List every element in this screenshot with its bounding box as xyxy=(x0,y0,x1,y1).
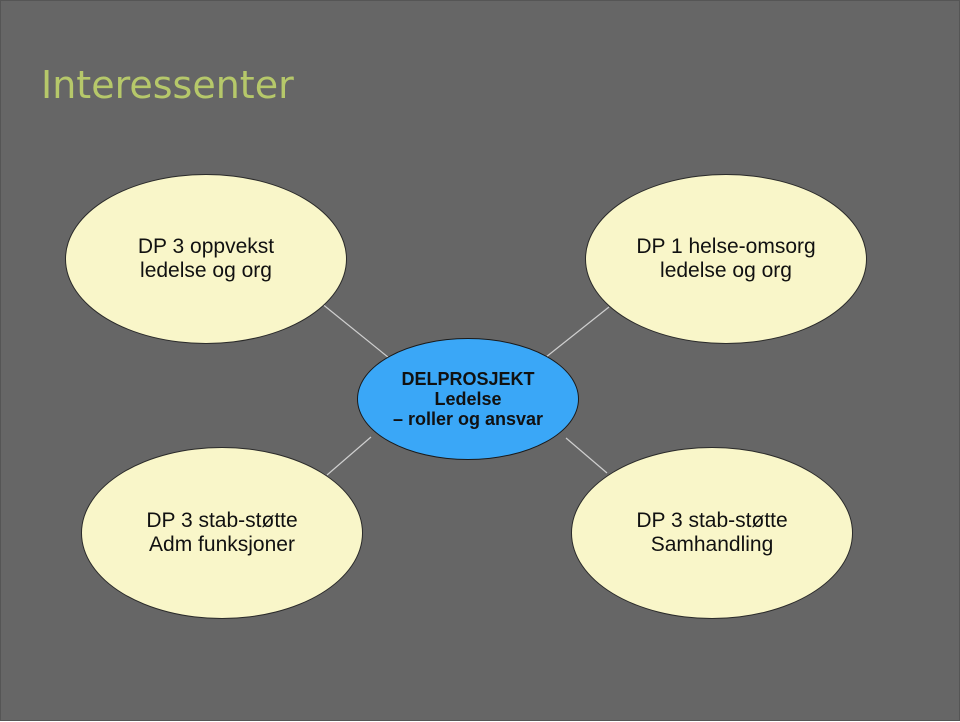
node-center: DELPROSJEKT Ledelse – roller og ansvar xyxy=(357,338,579,460)
node-top-left: DP 3 oppvekst ledelse og org xyxy=(65,174,347,344)
node-top-left-line1: DP 3 oppvekst xyxy=(137,235,275,258)
node-center-line2: Ledelse xyxy=(434,389,502,409)
connector-top-right xyxy=(540,306,610,362)
connector-top-left xyxy=(320,302,400,367)
node-center-line1: DELPROSJEKT xyxy=(401,369,535,389)
node-bottom-right-line1: DP 3 stab-støtte xyxy=(636,509,788,532)
slide-title: Interessenter xyxy=(41,63,294,107)
node-top-right-line1: DP 1 helse-omsorg xyxy=(636,235,816,258)
connector-bottom-left xyxy=(326,436,372,476)
node-top-left-line2: ledelse og org xyxy=(140,259,272,282)
node-bottom-left-line1: DP 3 stab-støtte xyxy=(146,509,298,532)
node-bottom-right-line2: Samhandling xyxy=(650,533,774,556)
node-center-line3: – roller og ansvar xyxy=(392,409,544,429)
node-bottom-right: DP 3 stab-støtte Samhandling xyxy=(571,447,853,619)
node-bottom-left-line2: Adm funksjoner xyxy=(149,533,295,556)
node-bottom-left: DP 3 stab-støtte Adm funksjoner xyxy=(81,447,363,619)
node-top-right: DP 1 helse-omsorg ledelse og org xyxy=(585,174,867,344)
connector-bottom-right xyxy=(565,437,608,474)
node-top-right-line2: ledelse og org xyxy=(660,259,792,282)
